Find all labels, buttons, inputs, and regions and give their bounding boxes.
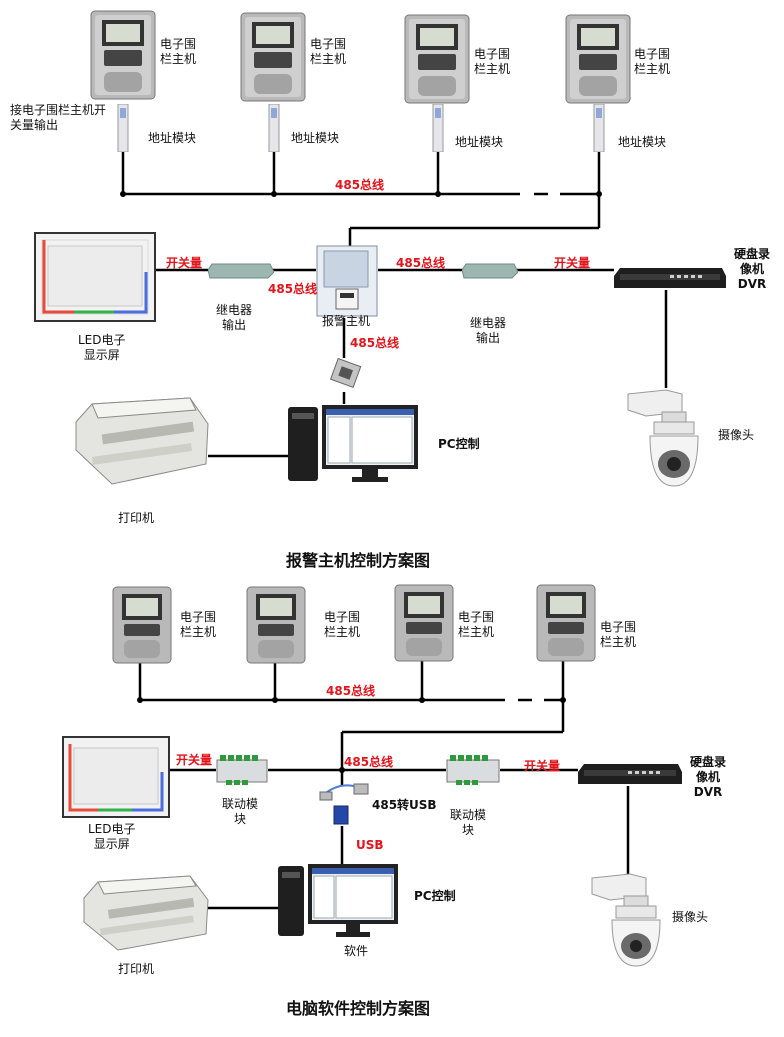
address-module-label-1: 地址模块 [148, 131, 197, 145]
pc-workstation-bottom [278, 864, 398, 937]
fence-host-device-5 [112, 586, 172, 664]
address-module-label-3: 地址模块 [455, 135, 504, 149]
address-module-2 [268, 104, 280, 152]
fence-host-label-5: 电子围 栏主机 [180, 610, 217, 639]
dvr-label-bottom: 硬盘录 像机 DVR [690, 755, 727, 799]
dome-camera-bottom [591, 873, 661, 967]
fence-host-label-2: 电子围 栏主机 [310, 37, 347, 66]
usb-converter [319, 783, 369, 825]
address-module-3 [432, 104, 444, 152]
converter-label: 485转USB [372, 798, 437, 812]
bus-label-top-bottom: 485总线 [326, 684, 376, 698]
camera-label-top: 摄像头 [718, 428, 755, 442]
dvr-label-top: 硬盘录 像机 DVR [734, 247, 771, 291]
fence-host-label-3: 电子围 栏主机 [474, 47, 511, 76]
switch-label-right-bottom: 开关量 [524, 759, 561, 773]
alarm-host-device [316, 245, 378, 317]
fence-host-device-8 [536, 584, 596, 662]
linkage-module-right [446, 755, 500, 785]
pc-workstation-top [288, 405, 418, 482]
fence-host-label-6: 电子围 栏主机 [324, 610, 361, 639]
dvr-recorder-bottom [578, 764, 682, 784]
usb-label: USB [356, 838, 384, 852]
fence-output-note: 接电子围栏主机开 关量输出 [10, 103, 107, 132]
relay-label-right: 继电器 输出 [470, 316, 507, 345]
linkage-label-right: 联动模 块 [450, 808, 487, 837]
relay-label-left: 继电器 输出 [216, 303, 253, 332]
fence-host-device-7 [394, 584, 454, 662]
bus-label-left: 485总线 [268, 282, 318, 296]
diagram-title-bottom: 电脑软件控制方案图 [286, 999, 431, 1018]
address-module-label-2: 地址模块 [291, 131, 340, 145]
fence-host-device-1 [90, 10, 156, 100]
relay-output-left [208, 263, 274, 279]
led-label-top: LED电子 显示屏 [78, 333, 126, 362]
bus-label-down: 485总线 [350, 336, 400, 350]
fence-host-device-2 [240, 12, 306, 102]
printer-label-top: 打印机 [118, 511, 155, 525]
address-module-label-4: 地址模块 [618, 135, 667, 149]
diagram-title-top: 报警主机控制方案图 [286, 551, 431, 570]
printer-label-bottom: 打印机 [118, 962, 155, 976]
switch-label-left: 开关量 [166, 256, 203, 270]
fence-host-label-4: 电子围 栏主机 [634, 47, 671, 76]
camera-label-bottom: 摄像头 [672, 910, 709, 924]
fence-host-device-6 [246, 586, 306, 664]
address-module-1 [117, 104, 129, 152]
pc-control-label-bottom: PC控制 [414, 889, 456, 903]
switch-label-right: 开关量 [554, 256, 591, 270]
alarm-host-label: 报警主机 [322, 314, 371, 328]
fence-host-label-7: 电子围 栏主机 [458, 610, 495, 639]
led-display-screen-bottom [62, 736, 170, 818]
linkage-module-left [216, 755, 268, 785]
pc-control-label-top: PC控制 [438, 437, 480, 451]
bus-label-mid-bottom: 485总线 [344, 755, 394, 769]
bus-label-top: 485总线 [335, 178, 385, 192]
fence-host-label-8: 电子围 栏主机 [600, 620, 637, 649]
printer-device-bottom [83, 875, 209, 951]
fence-host-device-4 [565, 14, 631, 104]
led-label-bottom: LED电子 显示屏 [88, 822, 136, 851]
relay-output-right [462, 263, 518, 279]
dvr-recorder-top [614, 268, 726, 288]
dome-camera-top [627, 389, 699, 487]
printer-device-top [75, 397, 209, 485]
software-label: 软件 [344, 944, 369, 958]
bus-label-right: 485总线 [396, 256, 446, 270]
fence-host-label-1: 电子围 栏主机 [160, 37, 197, 66]
linkage-label-left: 联动模 块 [222, 797, 259, 826]
address-module-4 [593, 104, 605, 152]
led-display-screen [34, 232, 156, 322]
switch-label-left-bottom: 开关量 [176, 753, 213, 767]
serial-connector [330, 357, 362, 389]
fence-host-device-3 [404, 14, 470, 104]
